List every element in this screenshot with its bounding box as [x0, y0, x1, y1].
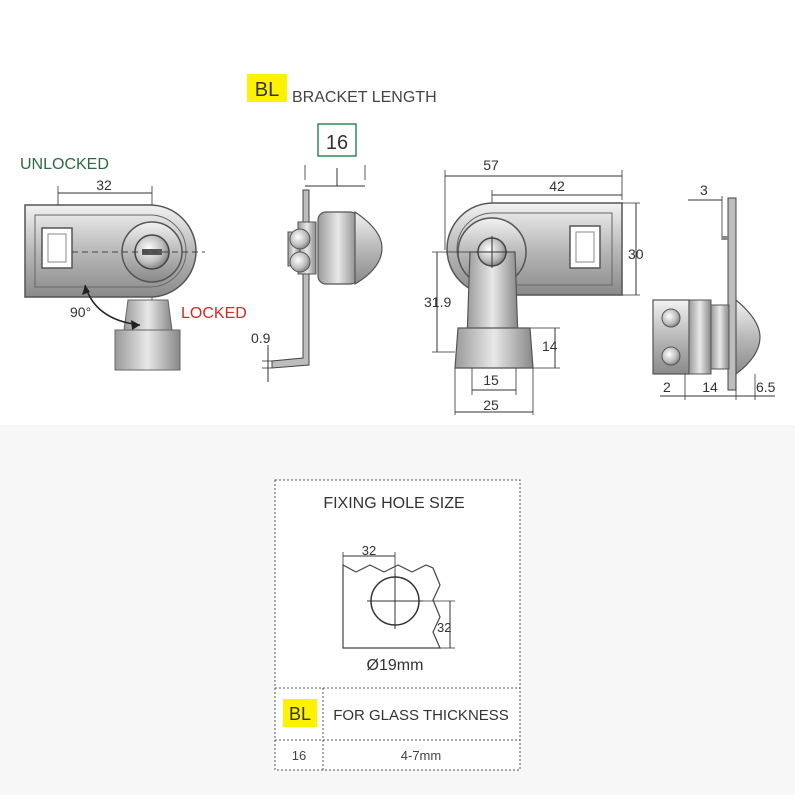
table-row-thickness: 4-7mm [401, 748, 441, 763]
rear-dim-height: 30 [628, 246, 644, 262]
fixing-dim-vertical: 32 [437, 620, 451, 635]
right-dim-mid: 14 [702, 379, 718, 395]
table-header-text: FOR GLASS THICKNESS [333, 707, 509, 724]
rear-dim-center: 31.9 [424, 294, 451, 310]
side-dim-thickness: 0.9 [251, 330, 271, 346]
rear-dim-bottom-outer: 25 [483, 397, 499, 413]
side-cylinder [317, 211, 359, 285]
rear-view: 57 42 30 31.9 14 15 [424, 157, 644, 415]
angle-label: 90° [70, 304, 91, 320]
locked-label: LOCKED [181, 305, 247, 322]
bracket-length-value: 16 [326, 132, 348, 154]
right-dim-top: 3 [700, 182, 708, 198]
legend-badge [247, 74, 287, 102]
right-view: 3 2 14 6.5 [652, 182, 776, 400]
rear-dim-base: 14 [542, 338, 558, 354]
table-header-badge-text: BL [289, 704, 311, 724]
fixing-diameter: Ø19mm [367, 657, 424, 674]
fixing-title: FIXING HOLE SIZE [323, 495, 464, 512]
fixing-hole-panel: FIXING HOLE SIZE 32 32 Ø19mm [274, 479, 521, 771]
unlocked-label: UNLOCKED [20, 156, 109, 173]
bracket-length-box: 16 [317, 123, 357, 157]
right-dim-right: 6.5 [756, 379, 776, 395]
legend-text: BRACKET LENGTH [292, 89, 437, 106]
table-header-badge [283, 699, 317, 727]
side-view: 0.9 [251, 165, 383, 382]
rear-dim-overall: 57 [483, 157, 499, 173]
legend: BL BRACKET LENGTH [247, 74, 437, 106]
front-dim-top: 32 [96, 177, 112, 193]
fixing-dim-horizontal: 32 [362, 543, 376, 558]
rear-dim-inner: 42 [549, 178, 565, 194]
locked-arm [114, 329, 181, 371]
glass-thickness-table: BL FOR GLASS THICKNESS 16 4-7mm [275, 687, 520, 770]
legend-badge-text: BL [255, 79, 279, 101]
front-view: UNLOCKED 32 90° LOCKED [20, 156, 247, 371]
rear-dim-bottom-inner: 15 [483, 372, 499, 388]
right-dim-left: 2 [663, 379, 671, 395]
table-row-bl: 16 [292, 748, 306, 763]
